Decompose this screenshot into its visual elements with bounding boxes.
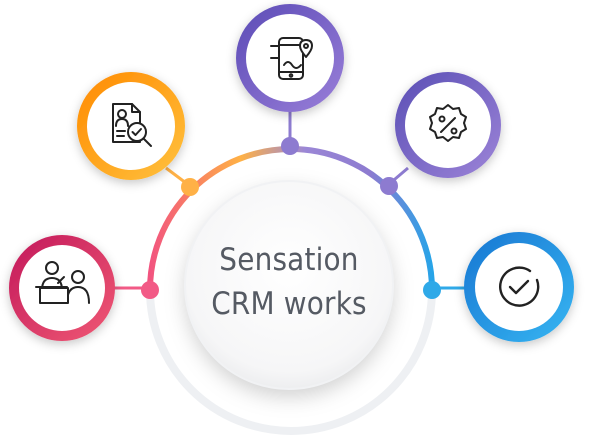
center-hub [185,181,393,389]
discount-badge-icon [429,104,467,142]
center-title: Sensation CRM works [189,238,389,326]
outer-faint-arc [146,289,436,435]
center-title-line-1: Sensation [219,242,359,278]
mobile-location-node [236,4,344,112]
interview-node [9,235,115,341]
dot-mobile [281,137,299,155]
check-circle-node [464,232,574,342]
interview-icon [35,261,90,304]
document-search-icon [112,103,152,147]
mobile-location-icon [270,37,313,80]
center-title-line-2: CRM works [211,286,367,322]
dot-document-search [181,178,199,196]
document-search-node [77,72,185,180]
dot-interview [141,281,159,299]
dot-discount [380,177,398,195]
discount-badge-node [395,72,501,178]
check-circle-icon [499,266,540,307]
dot-check [423,281,441,299]
